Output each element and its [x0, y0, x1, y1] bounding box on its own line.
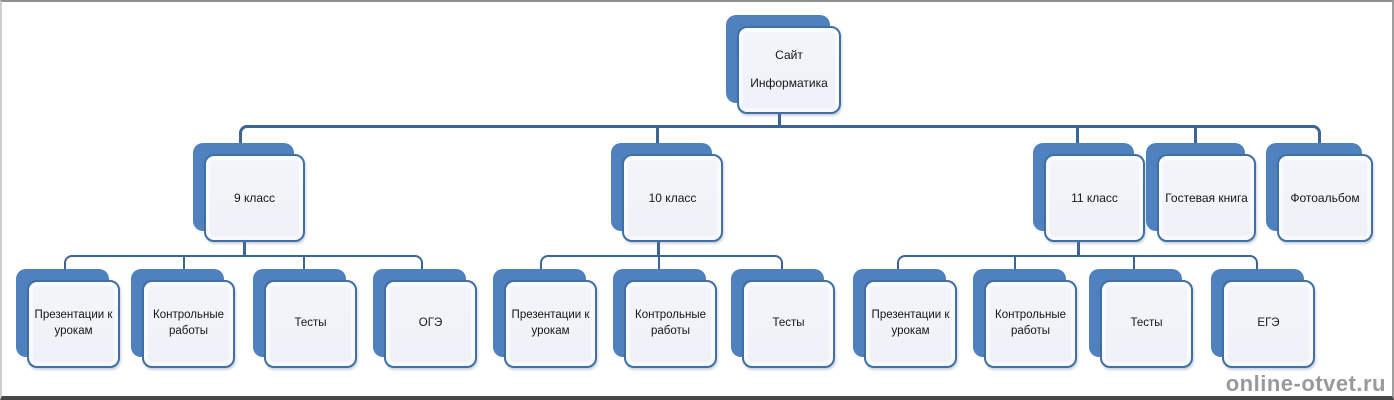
node-grade9-label: 9 класс — [233, 190, 276, 205]
node-grade11-control-works: Контрольные работы — [973, 269, 1077, 368]
node-label: Тесты — [294, 317, 327, 330]
node-grade11-ege: ЕГЭ — [1211, 269, 1315, 368]
node-grade10-presentations: Презентации к урокам — [493, 269, 597, 368]
node-face: ОГЭ — [384, 280, 477, 368]
node-grade9-tests: Тесты — [253, 269, 357, 368]
node-grade11-label: 11 класс — [1071, 190, 1118, 205]
node-label: Презентации к урокам — [871, 309, 950, 337]
node-grade11-face: 11 класс — [1044, 154, 1145, 242]
node-label: Контрольные работы — [153, 309, 224, 337]
node-guestbook-face: Гостевая книга — [1157, 154, 1256, 242]
connector-grade9-drop2 — [183, 255, 185, 270]
node-root: Сайт Информатика — [726, 15, 841, 114]
node-root-label: Сайт Информатика — [750, 48, 828, 90]
node-grade10: 10 класс — [611, 143, 723, 242]
node-face: Контрольные работы — [984, 280, 1077, 368]
node-label: ЕГЭ — [1257, 317, 1280, 330]
connector-grade11-drop2 — [1014, 255, 1016, 270]
connector-grade10-stub — [657, 240, 660, 256]
node-grade9-oge: ОГЭ — [373, 269, 477, 368]
node-photoalbum-label: Фотоальбом — [1290, 190, 1360, 205]
connector-grade10-bus — [540, 255, 783, 272]
connector-grade11-stub — [1077, 240, 1080, 256]
node-photoalbum-face: Фотоальбом — [1277, 154, 1373, 242]
connector-drop-guestbook — [1194, 125, 1197, 143]
node-label: Тесты — [1130, 317, 1163, 330]
node-label: Контрольные работы — [995, 309, 1066, 337]
connector-root-stub — [778, 112, 781, 126]
node-face: Презентации к урокам — [27, 280, 120, 368]
node-label: Презентации к урокам — [511, 309, 590, 337]
connector-grade9-bus — [64, 255, 423, 272]
node-grade9-control-works: Контрольные работы — [131, 269, 235, 368]
node-face: Тесты — [1100, 280, 1193, 368]
node-face: Презентации к урокам — [864, 280, 957, 368]
node-guestbook: Гостевая книга — [1146, 143, 1256, 242]
node-grade11-tests: Тесты — [1089, 269, 1193, 368]
node-label: ОГЭ — [418, 317, 443, 330]
node-grade10-label: 10 класс — [648, 190, 697, 205]
node-root-face: Сайт Информатика — [737, 26, 841, 114]
connector-drop-grade10 — [656, 125, 659, 143]
node-grade10-control-works: Контрольные работы — [613, 269, 717, 368]
watermark: online-otvet.ru — [1225, 371, 1386, 396]
connector-grade9-drop3 — [303, 255, 305, 270]
connector-grade11-drop3 — [1133, 255, 1135, 270]
connector-level1-bus — [239, 125, 1321, 146]
node-grade9-presentations: Презентации к урокам — [16, 269, 120, 368]
node-label: Контрольные работы — [635, 309, 706, 337]
connector-grade9-stub — [243, 240, 246, 256]
node-grade9-face: 9 класс — [204, 154, 305, 242]
node-face: ЕГЭ — [1222, 280, 1315, 368]
connector-drop-grade11 — [1076, 125, 1079, 143]
node-grade10-tests: Тесты — [731, 269, 835, 368]
connector-grade10-drop2 — [658, 255, 660, 270]
node-grade11-presentations: Презентации к урокам — [853, 269, 957, 368]
node-face: Тесты — [742, 280, 835, 368]
node-photoalbum: Фотоальбом — [1266, 143, 1373, 242]
node-face: Тесты — [264, 280, 357, 368]
node-grade9: 9 класс — [193, 143, 305, 242]
node-face: Контрольные работы — [624, 280, 717, 368]
node-guestbook-label: Гостевая книга — [1165, 190, 1248, 205]
node-grade11: 11 класс — [1033, 143, 1145, 242]
node-label: Презентации к урокам — [34, 309, 113, 337]
node-face: Презентации к урокам — [504, 280, 597, 368]
node-grade10-face: 10 класс — [622, 154, 723, 242]
node-label: Тесты — [772, 317, 805, 330]
connector-grade11-bus — [897, 255, 1258, 272]
node-face: Контрольные работы — [142, 280, 235, 368]
